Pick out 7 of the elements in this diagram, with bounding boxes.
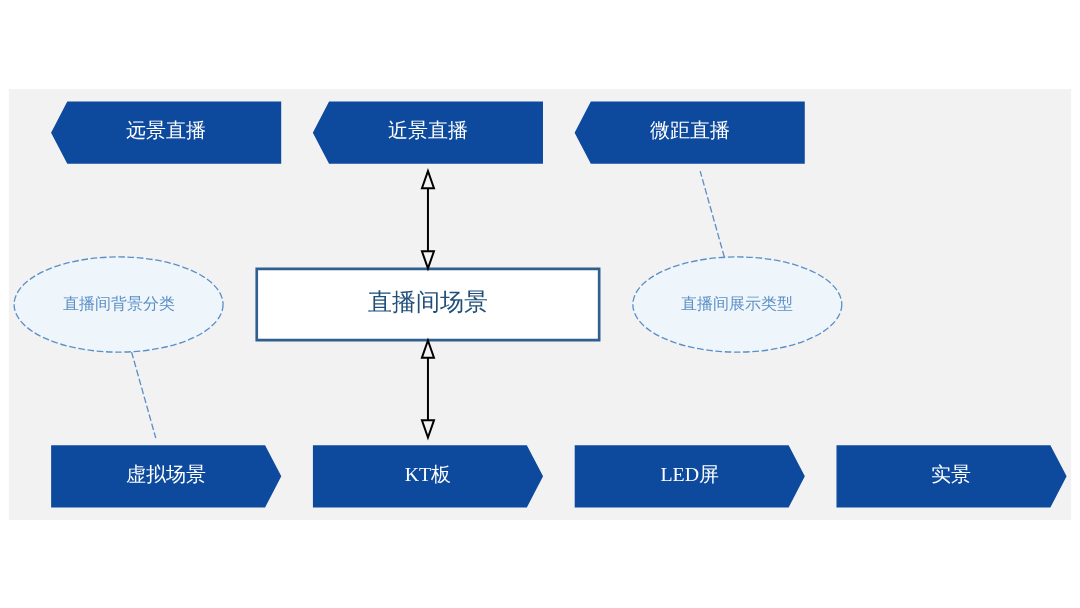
node-box: 直播间场景 (255, 267, 601, 341)
arrow (420, 336, 436, 440)
connector (130, 350, 157, 439)
node-ellipse: 直播间背景分类 (13, 255, 224, 353)
arrow (420, 167, 436, 271)
connector (699, 169, 725, 258)
node-ellipse: 直播间展示类型 (632, 255, 843, 353)
